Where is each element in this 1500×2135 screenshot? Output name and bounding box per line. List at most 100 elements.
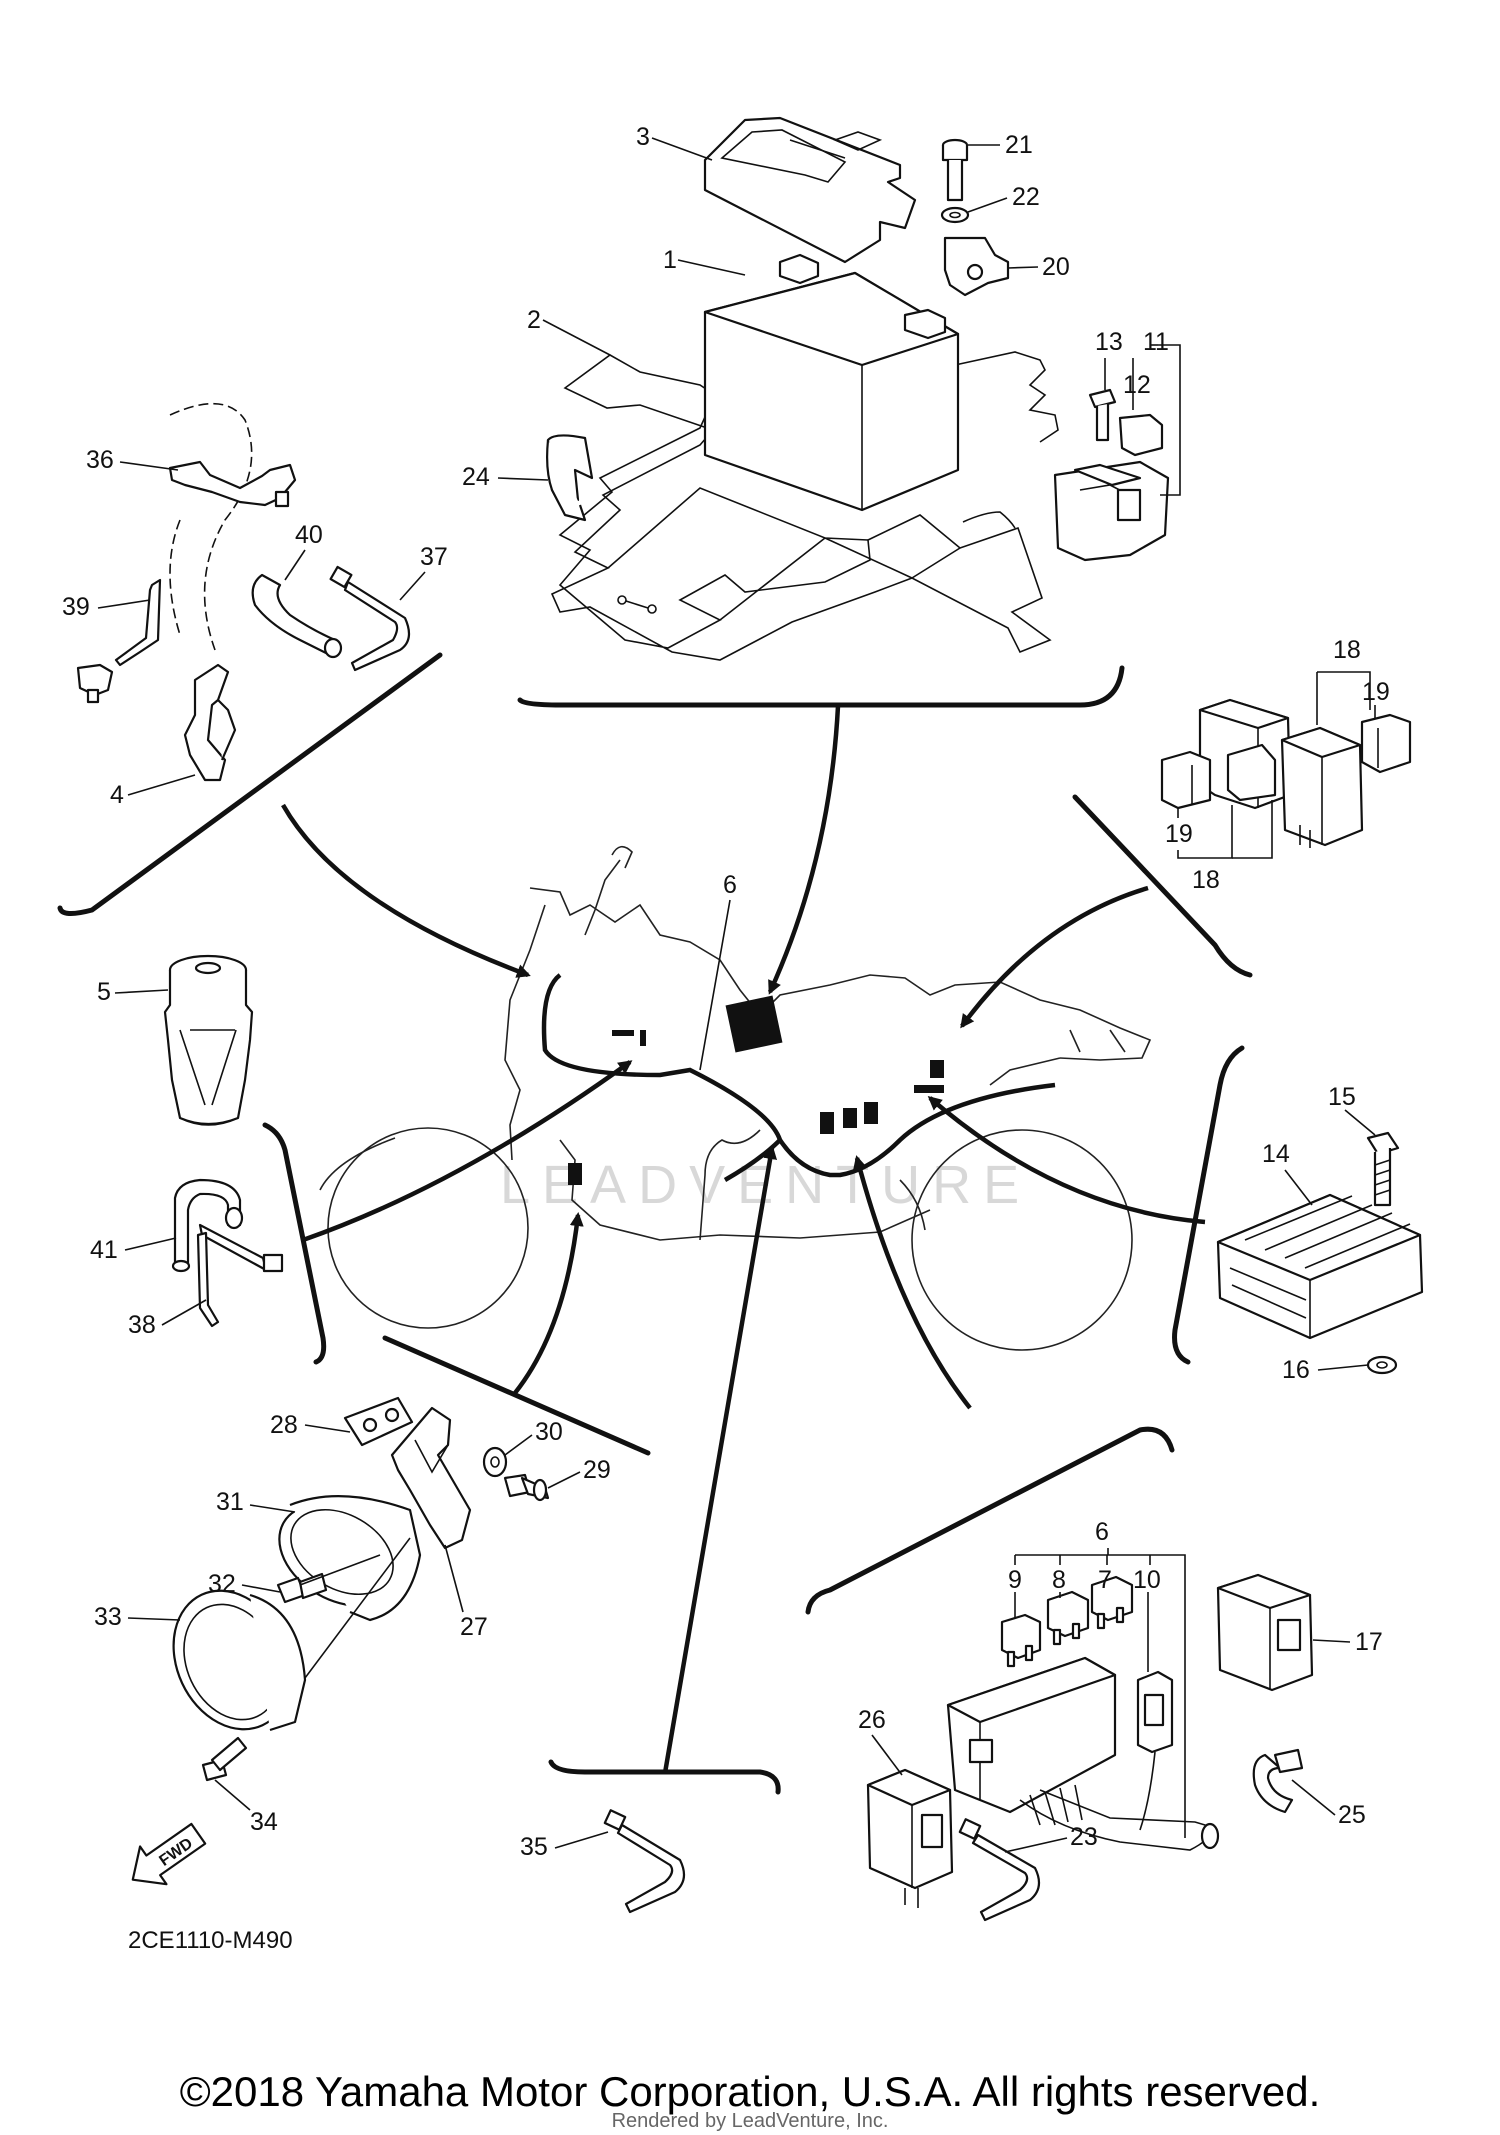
rectifier-regulator-14	[1216, 1193, 1424, 1340]
callout-19-bottom: 19	[1165, 820, 1193, 848]
callout-28: 28	[270, 1411, 298, 1439]
callout-39: 39	[62, 593, 90, 621]
callout-24: 24	[462, 463, 490, 491]
lead-38	[196, 1223, 284, 1328]
callout-6-bottom: 6	[1095, 1518, 1109, 1546]
clamp-25	[1252, 1748, 1304, 1814]
bolt-32	[276, 1572, 328, 1604]
cable-tie-35	[603, 1809, 686, 1914]
rendered-by-notice: Rendered by LeadVenture, Inc.	[611, 2110, 889, 2132]
callout-23: 23	[1070, 1823, 1098, 1851]
horn-33	[172, 1589, 307, 1732]
hose-40	[251, 573, 343, 659]
bolt-34	[201, 1736, 248, 1782]
battery-box	[550, 351, 1059, 661]
callout-33: 33	[94, 1603, 122, 1631]
fuse-marker	[820, 1112, 834, 1134]
callout-29: 29	[583, 1456, 611, 1484]
callout-26: 26	[858, 1706, 886, 1734]
washer-16	[1366, 1355, 1398, 1375]
relay-18-left	[1198, 698, 1292, 810]
callout-6: 6	[723, 871, 737, 899]
callout-17: 17	[1355, 1628, 1383, 1656]
fuse-12	[1118, 413, 1164, 457]
callout-36: 36	[86, 446, 114, 474]
bracket-27	[390, 1406, 472, 1550]
callout-3: 3	[636, 123, 650, 151]
callout-31: 31	[216, 1488, 244, 1516]
lead-wire-39	[76, 578, 162, 704]
callout-9: 9	[1008, 1566, 1022, 1594]
watermark-text: LEADVENTURE	[500, 1155, 1031, 1215]
callout-35: 35	[520, 1833, 548, 1861]
callout-38: 38	[128, 1311, 156, 1339]
callout-19-top: 19	[1362, 678, 1390, 706]
relay-18-right	[1280, 726, 1364, 848]
holder-5	[163, 954, 254, 1126]
callout-11: 11	[1143, 328, 1169, 356]
callout-25: 25	[1338, 1801, 1366, 1829]
cable-tie-37	[329, 565, 411, 672]
battery-cover	[703, 116, 917, 264]
diagram-code: 2CE1110-M490	[128, 1927, 293, 1954]
callout-41: 41	[90, 1236, 118, 1264]
callout-13: 13	[1095, 328, 1123, 356]
callout-18-top: 18	[1333, 636, 1361, 664]
fuse-box	[946, 1656, 1220, 1851]
callout-30: 30	[535, 1418, 563, 1446]
callout-37: 37	[420, 543, 448, 571]
cable-tie-23	[958, 1818, 1041, 1922]
callout-16: 16	[1282, 1356, 1310, 1384]
callout-7: 7	[1098, 1566, 1112, 1594]
callout-8: 8	[1052, 1566, 1066, 1594]
callout-1: 1	[663, 246, 677, 274]
clamp-36	[168, 460, 297, 508]
wire-harness	[541, 973, 1056, 1178]
connector-marker	[612, 1030, 634, 1036]
connector-10	[1136, 1670, 1174, 1831]
bracket-28	[343, 1396, 414, 1447]
fuse-8	[1046, 1590, 1090, 1646]
callout-5: 5	[97, 978, 111, 1006]
fuse-9	[1000, 1613, 1042, 1668]
callout-40: 40	[295, 521, 323, 549]
callout-10: 10	[1133, 1566, 1161, 1594]
battery-holder-20	[943, 236, 1010, 297]
callout-34: 34	[250, 1808, 278, 1836]
bolt-13	[1088, 388, 1117, 442]
motorcycle-outline	[319, 845, 1152, 1351]
relay-19-right	[1360, 713, 1412, 774]
frame-reference	[169, 402, 253, 651]
callout-22: 22	[1012, 183, 1040, 211]
fuse-7	[1090, 1575, 1134, 1630]
callout-12: 12	[1123, 371, 1151, 399]
callout-14: 14	[1262, 1140, 1290, 1168]
callout-20: 20	[1042, 253, 1070, 281]
washer-30	[482, 1446, 508, 1478]
horn-cover-31	[278, 1495, 422, 1622]
battery-band-24	[546, 434, 594, 522]
copyright-notice: ©2018 Yamaha Motor Corporation, U.S.A. A…	[179, 2068, 1321, 2115]
callout-4: 4	[110, 781, 124, 809]
battery-location-marker	[725, 995, 783, 1053]
clamp-4	[183, 663, 237, 782]
relay-26	[866, 1768, 954, 1908]
callout-21: 21	[1005, 131, 1033, 159]
fwd-arrow-icon: FWD	[131, 1822, 207, 1886]
relay-19-left	[1160, 750, 1212, 810]
relay-marker	[930, 1060, 944, 1078]
horn-marker	[568, 1163, 582, 1185]
bolt-21	[941, 138, 969, 202]
callout-2: 2	[527, 306, 541, 334]
washer-22	[940, 206, 970, 224]
callout-32: 32	[208, 1570, 236, 1598]
callout-15: 15	[1328, 1083, 1356, 1111]
bolt-15	[1366, 1131, 1400, 1207]
starter-relay-11	[1053, 460, 1170, 562]
battery	[703, 253, 960, 512]
relay-17	[1216, 1573, 1314, 1692]
callout-27: 27	[460, 1613, 488, 1641]
callout-18-bottom: 18	[1192, 866, 1220, 894]
hose-41	[171, 1178, 244, 1273]
